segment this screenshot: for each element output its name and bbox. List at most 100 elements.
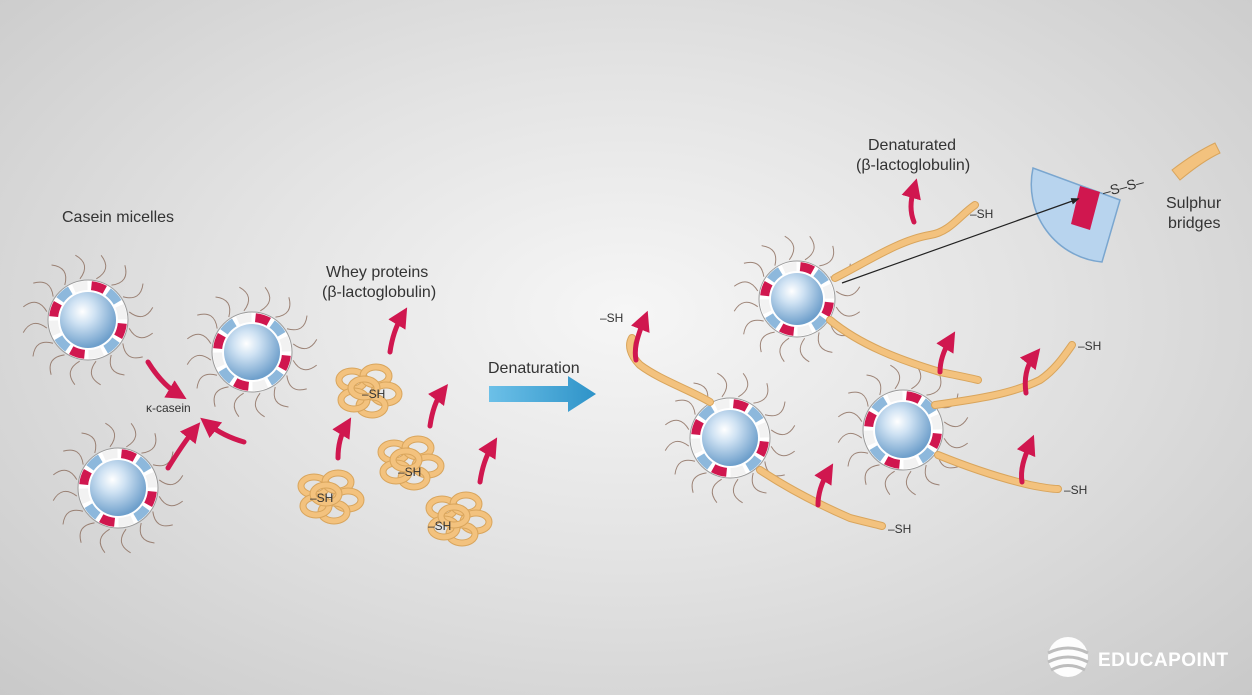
denatured-protein-tail (757, 467, 885, 529)
kappa-casein-hair (128, 328, 153, 339)
kappa-casein-hair (158, 475, 184, 486)
red-arrow (1016, 434, 1036, 485)
micelle-segment (69, 346, 86, 359)
kappa-casein-hair (260, 287, 271, 312)
micelle-segment (99, 514, 116, 527)
micelle-segment (766, 267, 783, 283)
micelle-segment (279, 335, 291, 352)
micelle-segment (920, 398, 937, 415)
kappa-casein-hair (158, 496, 183, 507)
kappa-casein-label: κ-casein (146, 401, 191, 415)
micelle-segment (929, 432, 942, 449)
micelle-segment (220, 318, 237, 335)
kappa-casein-hair (96, 255, 107, 280)
micelle-core (702, 410, 758, 466)
kappa-casein-hair (128, 307, 154, 318)
sh-label: –SH (428, 519, 451, 533)
casein-micelle (664, 372, 796, 504)
kappa-casein-hair (62, 509, 84, 525)
whey-proteins-label: Whey proteins (326, 264, 428, 281)
whey-protein-coils (297, 363, 493, 547)
kappa-casein-hair (674, 459, 696, 475)
micelle-segment (133, 505, 150, 522)
micelle-segment (213, 352, 225, 369)
micelle-segment (886, 391, 903, 403)
kappa-casein-hair (664, 440, 690, 451)
sh-label: –SH (888, 522, 911, 536)
kappa-casein-hair (122, 343, 143, 359)
micelle-segment (79, 469, 92, 486)
denaturated-beta-label: (β-lactoglobulin) (856, 157, 970, 174)
casein-micelle (22, 254, 154, 386)
micelle-segment (799, 262, 816, 275)
micelle-segment (115, 303, 127, 320)
kappa-casein-hair (152, 511, 173, 527)
kappa-casein-hair (292, 360, 317, 371)
kappa-casein-hair (884, 470, 895, 495)
micelle-segment (691, 419, 704, 436)
kappa-casein-hair (273, 386, 289, 408)
sh-label: –SH (310, 491, 333, 505)
denaturation-arrow (489, 376, 596, 412)
denaturated-label: Denaturated (868, 137, 956, 154)
denaturation-label: Denaturation (488, 360, 580, 377)
whey-protein-coil (297, 469, 365, 525)
pointer-line (841, 198, 1080, 284)
micelle-segment (79, 488, 91, 505)
kappa-casein-hair (79, 522, 95, 543)
micelle-segment (86, 454, 103, 471)
micelle-segment (869, 445, 886, 462)
kappa-casein-hair (924, 464, 940, 486)
kappa-casein-hair (784, 235, 795, 261)
micelle-segment (864, 411, 877, 428)
kappa-casein-hair (711, 478, 722, 503)
micelle-core (224, 324, 280, 380)
kappa-casein-hair (51, 264, 67, 286)
micelle-segment (821, 301, 834, 318)
kappa-casein-hair (152, 451, 174, 467)
red-arrow (332, 417, 352, 461)
kappa-casein-hair (890, 364, 901, 390)
kappa-casein-hair (943, 438, 968, 449)
kappa-casein-hair (126, 423, 137, 448)
sulphur-label: Sulphur (1166, 195, 1222, 212)
kappa-casein-hair (743, 319, 764, 335)
micelle-core (875, 402, 931, 458)
micelle-segment (760, 280, 773, 297)
whey-protein-coil (425, 491, 493, 547)
kappa-casein-hair (717, 372, 728, 398)
kappa-casein-hair (733, 301, 759, 312)
micelle-segment (56, 286, 73, 303)
micelle-segment (144, 490, 157, 507)
micelle-segment (233, 378, 250, 391)
micelle-segment (747, 406, 764, 423)
sh-label: –SH (1064, 483, 1087, 497)
micelle-segment (884, 456, 901, 469)
kappa-casein-hair (90, 360, 101, 386)
kappa-casein-hair (197, 313, 218, 329)
sh-label: –SH (600, 311, 623, 325)
coil-loop (310, 482, 342, 506)
micelle-segment (118, 515, 135, 527)
denatured-protein-tail (827, 317, 981, 383)
micelle-segment (84, 503, 101, 520)
kappa-casein-hair (239, 286, 250, 312)
kappa-casein-hair (835, 306, 861, 317)
casein-micelles-group (22, 235, 969, 554)
micelle-segment (691, 438, 703, 455)
kappa-casein-hair (275, 297, 291, 318)
casein-micelle (733, 235, 861, 363)
micelle-segment (114, 322, 127, 339)
kappa-casein-hair (187, 333, 212, 344)
denatured-protein-tail (932, 342, 1075, 408)
kappa-casein-hair (286, 375, 307, 391)
micelle-segment (235, 313, 252, 325)
kappa-casein-hair (847, 451, 869, 467)
globe-icon (1047, 637, 1089, 677)
micelle-segment (218, 367, 235, 384)
red-arrow (427, 383, 448, 429)
kappa-casein-hair (141, 433, 157, 454)
red-arrow (200, 417, 247, 445)
coil-loop (348, 376, 380, 400)
brand-suffix: POINT (1168, 650, 1229, 671)
